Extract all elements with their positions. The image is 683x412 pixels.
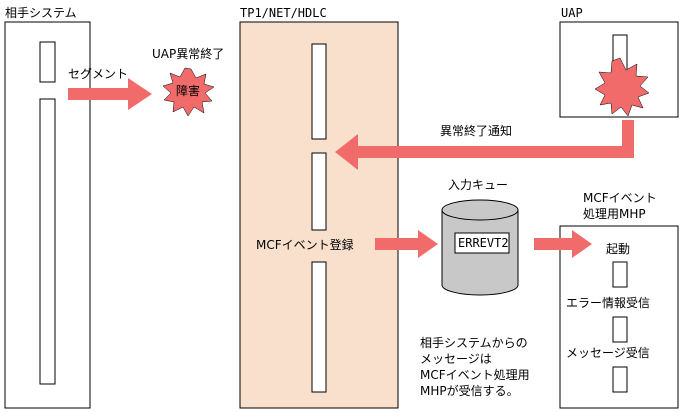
note-line2: メッセージは	[420, 352, 492, 366]
segment-label: セグメント	[68, 67, 129, 81]
abend-notice-label: 異常終了通知	[440, 124, 513, 138]
mhp-start-label: 起動	[606, 242, 631, 256]
input-queue-cylinder	[441, 199, 519, 296]
tp1-title: TP1/NET/HDLC	[240, 6, 327, 20]
tp1-slot-1	[311, 43, 327, 140]
uap-abend-burst-icon	[594, 57, 650, 117]
partner-segment-slot	[39, 41, 56, 83]
uap-abend-label: UAP異常終了	[152, 47, 225, 61]
partner-message-slot	[39, 98, 56, 385]
abend-notice-arrow	[335, 120, 634, 170]
note-line3: MCFイベント処理用	[420, 368, 530, 382]
tp1-slot-3	[311, 261, 327, 393]
segment-arrow	[68, 78, 152, 110]
mhp-slot-3	[612, 366, 628, 393]
mhp-slot-2	[612, 316, 628, 343]
fault-burst-icon	[162, 67, 215, 117]
input-queue-title: 入力キュー	[448, 178, 509, 192]
event-register-arrow	[375, 230, 438, 258]
fault-label: 障害	[176, 84, 201, 98]
mhp-start-arrow	[534, 230, 592, 258]
queue-item-label: ERREVT2	[458, 236, 509, 250]
mhp-title-line1: MCFイベント	[583, 191, 657, 205]
mhp-message-receive-label: メッセージ受信	[566, 346, 650, 360]
partner-system-title: 相手システム	[5, 6, 77, 20]
mhp-title-line2: 処理用MHP	[583, 207, 646, 221]
tp1-slot-2	[311, 152, 327, 231]
mhp-error-receive-label: エラー情報受信	[566, 296, 651, 310]
note-line4: MHPが受信する。	[420, 384, 519, 398]
uap-title: UAP	[561, 6, 583, 20]
event-register-label: MCFイベント登録	[256, 238, 354, 252]
mhp-slot-1	[612, 261, 628, 288]
note-line1: 相手システムからの	[420, 336, 528, 350]
